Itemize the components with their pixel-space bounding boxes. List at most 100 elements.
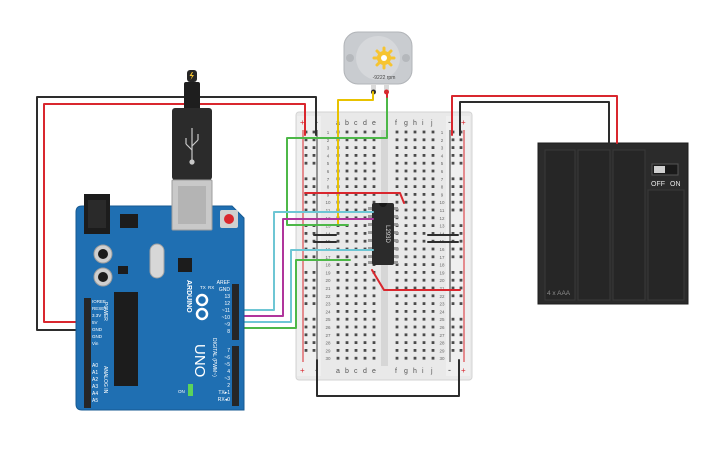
breadboard-hole[interactable] bbox=[431, 200, 435, 204]
breadboard-hole[interactable] bbox=[395, 193, 399, 196]
breadboard-hole[interactable] bbox=[404, 200, 408, 204]
breadboard-hole[interactable] bbox=[312, 317, 316, 321]
breadboard-hole[interactable] bbox=[431, 302, 435, 305]
breadboard-hole[interactable] bbox=[422, 247, 426, 251]
breadboard-hole[interactable] bbox=[354, 302, 358, 305]
breadboard-hole[interactable] bbox=[459, 349, 463, 352]
breadboard-hole[interactable] bbox=[413, 138, 417, 142]
breadboard-hole[interactable] bbox=[404, 185, 408, 188]
breadboard-hole[interactable] bbox=[345, 185, 349, 188]
breadboard-hole[interactable] bbox=[413, 302, 417, 305]
breadboard-hole[interactable] bbox=[404, 317, 408, 321]
breadboard-hole[interactable] bbox=[312, 341, 316, 344]
breadboard-hole[interactable] bbox=[336, 325, 340, 329]
breadboard-hole[interactable] bbox=[404, 216, 408, 220]
breadboard-hole[interactable] bbox=[413, 130, 417, 134]
breadboard-hole[interactable] bbox=[345, 333, 349, 337]
breadboard-hole[interactable] bbox=[312, 185, 316, 188]
breadboard-hole[interactable] bbox=[336, 356, 340, 360]
power-switch[interactable] bbox=[651, 163, 679, 176]
breadboard-hole[interactable] bbox=[304, 200, 308, 204]
breadboard-hole[interactable] bbox=[422, 302, 426, 305]
breadboard-hole[interactable] bbox=[431, 146, 435, 149]
breadboard-hole[interactable] bbox=[395, 263, 399, 266]
breadboard-hole[interactable] bbox=[459, 255, 463, 259]
breadboard-hole[interactable] bbox=[372, 286, 376, 290]
breadboard-hole[interactable] bbox=[372, 349, 376, 352]
breadboard-hole[interactable] bbox=[422, 154, 426, 157]
breadboard-hole[interactable] bbox=[345, 200, 349, 204]
breadboard-hole[interactable] bbox=[459, 294, 463, 298]
breadboard-hole[interactable] bbox=[451, 341, 455, 344]
breadboard-hole[interactable] bbox=[422, 232, 426, 235]
breadboard-hole[interactable] bbox=[422, 286, 426, 290]
breadboard-hole[interactable] bbox=[413, 294, 417, 298]
breadboard-hole[interactable] bbox=[312, 286, 316, 290]
breadboard-hole[interactable] bbox=[363, 232, 367, 235]
breadboard-hole[interactable] bbox=[354, 216, 358, 220]
breadboard-hole[interactable] bbox=[354, 232, 358, 235]
breadboard-hole[interactable] bbox=[422, 356, 426, 360]
breadboard-hole[interactable] bbox=[372, 302, 376, 305]
breadboard-hole[interactable] bbox=[404, 138, 408, 142]
breadboard-hole[interactable] bbox=[354, 177, 358, 181]
breadboard-hole[interactable] bbox=[413, 310, 417, 313]
breadboard-hole[interactable] bbox=[413, 208, 417, 212]
breadboard-hole[interactable] bbox=[395, 271, 399, 274]
breadboard-hole[interactable] bbox=[431, 154, 435, 157]
breadboard-hole[interactable] bbox=[372, 130, 376, 134]
breadboard-hole[interactable] bbox=[404, 169, 408, 173]
breadboard-hole[interactable] bbox=[363, 263, 367, 266]
breadboard-hole[interactable] bbox=[354, 169, 358, 173]
breadboard-hole[interactable] bbox=[363, 341, 367, 344]
breadboard-hole[interactable] bbox=[363, 224, 367, 227]
breadboard-hole[interactable] bbox=[431, 169, 435, 173]
breadboard-hole[interactable] bbox=[395, 185, 399, 188]
breadboard-hole[interactable] bbox=[345, 302, 349, 305]
breadboard-hole[interactable] bbox=[459, 247, 463, 251]
breadboard-hole[interactable] bbox=[345, 263, 349, 266]
breadboard-hole[interactable] bbox=[413, 286, 417, 290]
breadboard-hole[interactable] bbox=[422, 239, 426, 243]
breadboard-hole[interactable] bbox=[413, 232, 417, 235]
breadboard-hole[interactable] bbox=[312, 325, 316, 329]
breadboard-hole[interactable] bbox=[459, 239, 463, 243]
breadboard-hole[interactable] bbox=[345, 294, 349, 298]
breadboard-hole[interactable] bbox=[404, 224, 408, 227]
breadboard-hole[interactable] bbox=[404, 294, 408, 298]
breadboard-hole[interactable] bbox=[354, 200, 358, 204]
breadboard-hole[interactable] bbox=[345, 341, 349, 344]
breadboard-hole[interactable] bbox=[312, 177, 316, 181]
breadboard-hole[interactable] bbox=[345, 154, 349, 157]
breadboard-hole[interactable] bbox=[363, 239, 367, 243]
breadboard-hole[interactable] bbox=[413, 271, 417, 274]
breadboard-hole[interactable] bbox=[345, 310, 349, 313]
breadboard-hole[interactable] bbox=[336, 294, 340, 298]
breadboard-hole[interactable] bbox=[312, 255, 316, 259]
breadboard-hole[interactable] bbox=[413, 154, 417, 157]
breadboard-hole[interactable] bbox=[451, 317, 455, 321]
breadboard-hole[interactable] bbox=[404, 239, 408, 243]
breadboard-hole[interactable] bbox=[395, 177, 399, 181]
breadboard-hole[interactable] bbox=[312, 130, 316, 134]
breadboard-hole[interactable] bbox=[304, 138, 308, 142]
breadboard-hole[interactable] bbox=[422, 185, 426, 188]
breadboard-hole[interactable] bbox=[354, 294, 358, 298]
breadboard-hole[interactable] bbox=[431, 177, 435, 181]
breadboard-hole[interactable] bbox=[404, 356, 408, 360]
breadboard-hole[interactable] bbox=[363, 200, 367, 204]
breadboard-hole[interactable] bbox=[363, 325, 367, 329]
breadboard-hole[interactable] bbox=[451, 286, 455, 290]
breadboard-hole[interactable] bbox=[312, 193, 316, 196]
breadboard-hole[interactable] bbox=[312, 232, 316, 235]
breadboard-hole[interactable] bbox=[304, 317, 308, 321]
breadboard-hole[interactable] bbox=[304, 161, 308, 165]
breadboard-hole[interactable] bbox=[395, 286, 399, 290]
breadboard-hole[interactable] bbox=[304, 154, 308, 157]
breadboard-hole[interactable] bbox=[336, 255, 340, 259]
breadboard-hole[interactable] bbox=[363, 294, 367, 298]
breadboard-hole[interactable] bbox=[345, 255, 349, 259]
breadboard-hole[interactable] bbox=[304, 278, 308, 282]
breadboard-hole[interactable] bbox=[336, 302, 340, 305]
breadboard-hole[interactable] bbox=[431, 193, 435, 196]
